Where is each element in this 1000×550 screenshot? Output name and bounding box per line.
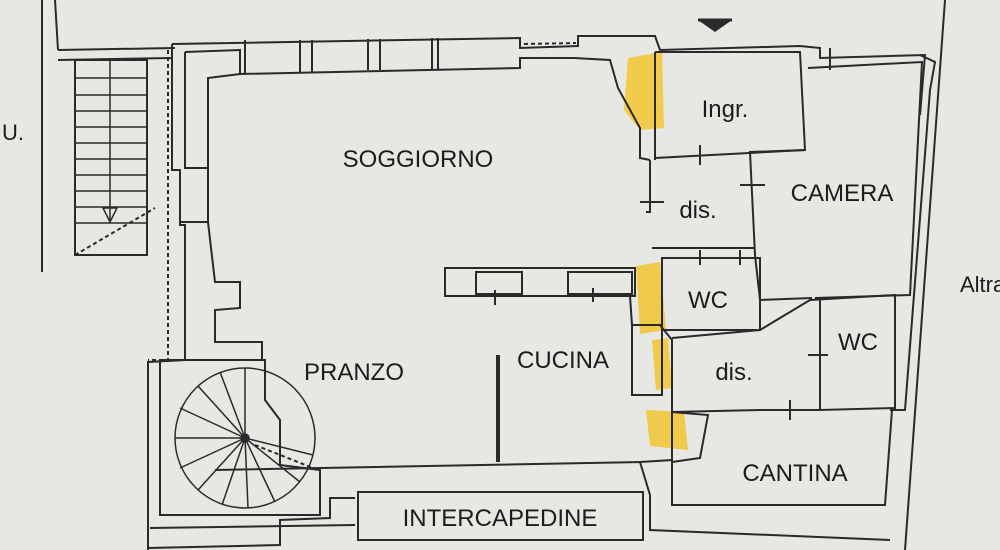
room-label-intercapedine: INTERCAPEDINE <box>403 505 598 532</box>
room-label-wc-right: WC <box>838 329 878 356</box>
room-label-pranzo: PRANZO <box>304 359 404 386</box>
walls <box>41 0 946 550</box>
room-label-ingresso: Ingr. <box>702 96 749 123</box>
room-label-wc-left: WC <box>688 287 728 314</box>
room-label-cantina: CANTINA <box>742 460 847 487</box>
dashed-lines <box>74 42 577 471</box>
edge-text-left: U. <box>2 120 24 145</box>
room-label-soggiorno: SOGGIORNO <box>343 146 494 173</box>
room-label-dis-upper: dis. <box>679 197 716 224</box>
stair-arrow-icon <box>101 207 119 224</box>
room-label-cucina: CUCINA <box>517 347 609 374</box>
room-label-dis-lower: dis. <box>715 359 752 386</box>
entrance-marker-icon <box>698 20 732 32</box>
stair-treads <box>75 60 147 224</box>
edge-text-right: Altra <box>960 272 1000 297</box>
spiral-staircase <box>174 367 316 509</box>
room-label-camera: CAMERA <box>791 180 894 207</box>
